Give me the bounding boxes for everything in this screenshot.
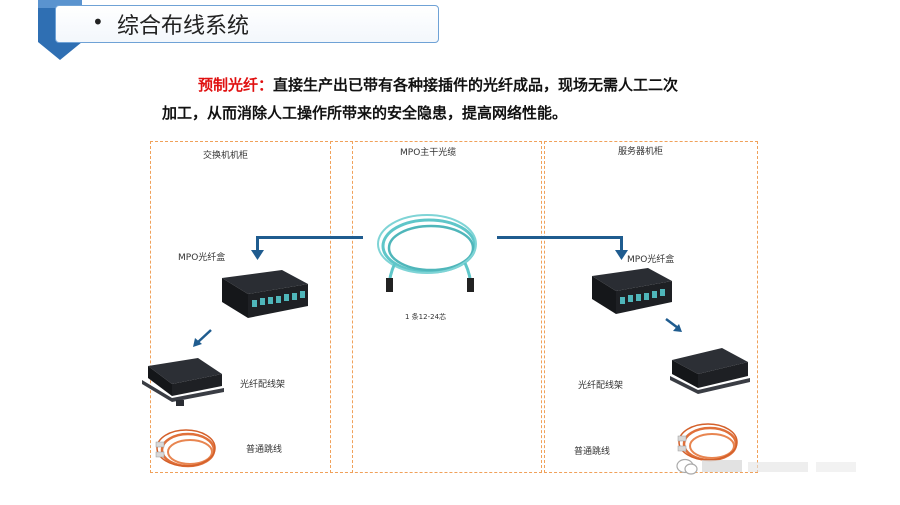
arrow-diag-right — [665, 318, 682, 332]
arrow-to-right-box-v — [620, 236, 623, 252]
trunk-note: 1 条12-24芯 — [405, 313, 447, 321]
arrow-to-right-box-h — [497, 236, 622, 239]
arrow-to-left-box-v — [256, 236, 259, 252]
arrow-head-left — [251, 250, 264, 260]
title-bullet: • — [92, 10, 104, 34]
mpo-box-left-label: MPO光纤盒 — [178, 253, 226, 263]
mpo-box-right-image — [592, 268, 672, 314]
server-cabinet-region — [544, 141, 758, 473]
watermark — [676, 454, 876, 480]
patch-panel-left-image — [142, 358, 224, 406]
mpo-box-right-label: MPO光纤盒 — [627, 255, 675, 265]
patch-panel-right-label: 光纤配线架 — [578, 381, 624, 391]
server-cabinet-label: 服务器机柜 — [618, 147, 664, 157]
patch-panel-left-label: 光纤配线架 — [240, 380, 286, 390]
trunk-cable-image — [377, 214, 477, 292]
arrow-to-left-box-h — [257, 236, 363, 239]
arrow-diag-left — [193, 329, 212, 347]
patch-cord-right-label: 普通跳线 — [574, 447, 611, 457]
page-title: 综合布线系统 — [117, 14, 250, 39]
description-line-2: 加工，从而消除人工操作所带来的安全隐患，提高网络性能。 — [162, 104, 568, 122]
switch-cabinet-region — [150, 141, 353, 473]
wechat-icon — [676, 458, 698, 475]
patch-cord-left-image — [155, 429, 216, 468]
description-line-1: 预制光纤：直接生产出已带有各种接插件的光纤成品，现场无需人工二次 — [198, 74, 678, 95]
mpo-box-left-image — [222, 270, 308, 318]
description-highlight: 预制光纤： — [198, 76, 274, 94]
patch-panel-right-image — [670, 348, 750, 394]
trunk-region — [330, 141, 542, 473]
title-box — [55, 5, 439, 43]
trunk-label: MPO主干光缆 — [400, 148, 457, 158]
arrow-head-right — [615, 250, 628, 260]
switch-cabinet-label: 交换机机柜 — [203, 151, 249, 161]
description-line-1-text: 直接生产出已带有各种接插件的光纤成品，现场无需人工二次 — [273, 76, 679, 94]
patch-cord-left-label: 普通跳线 — [246, 445, 283, 455]
